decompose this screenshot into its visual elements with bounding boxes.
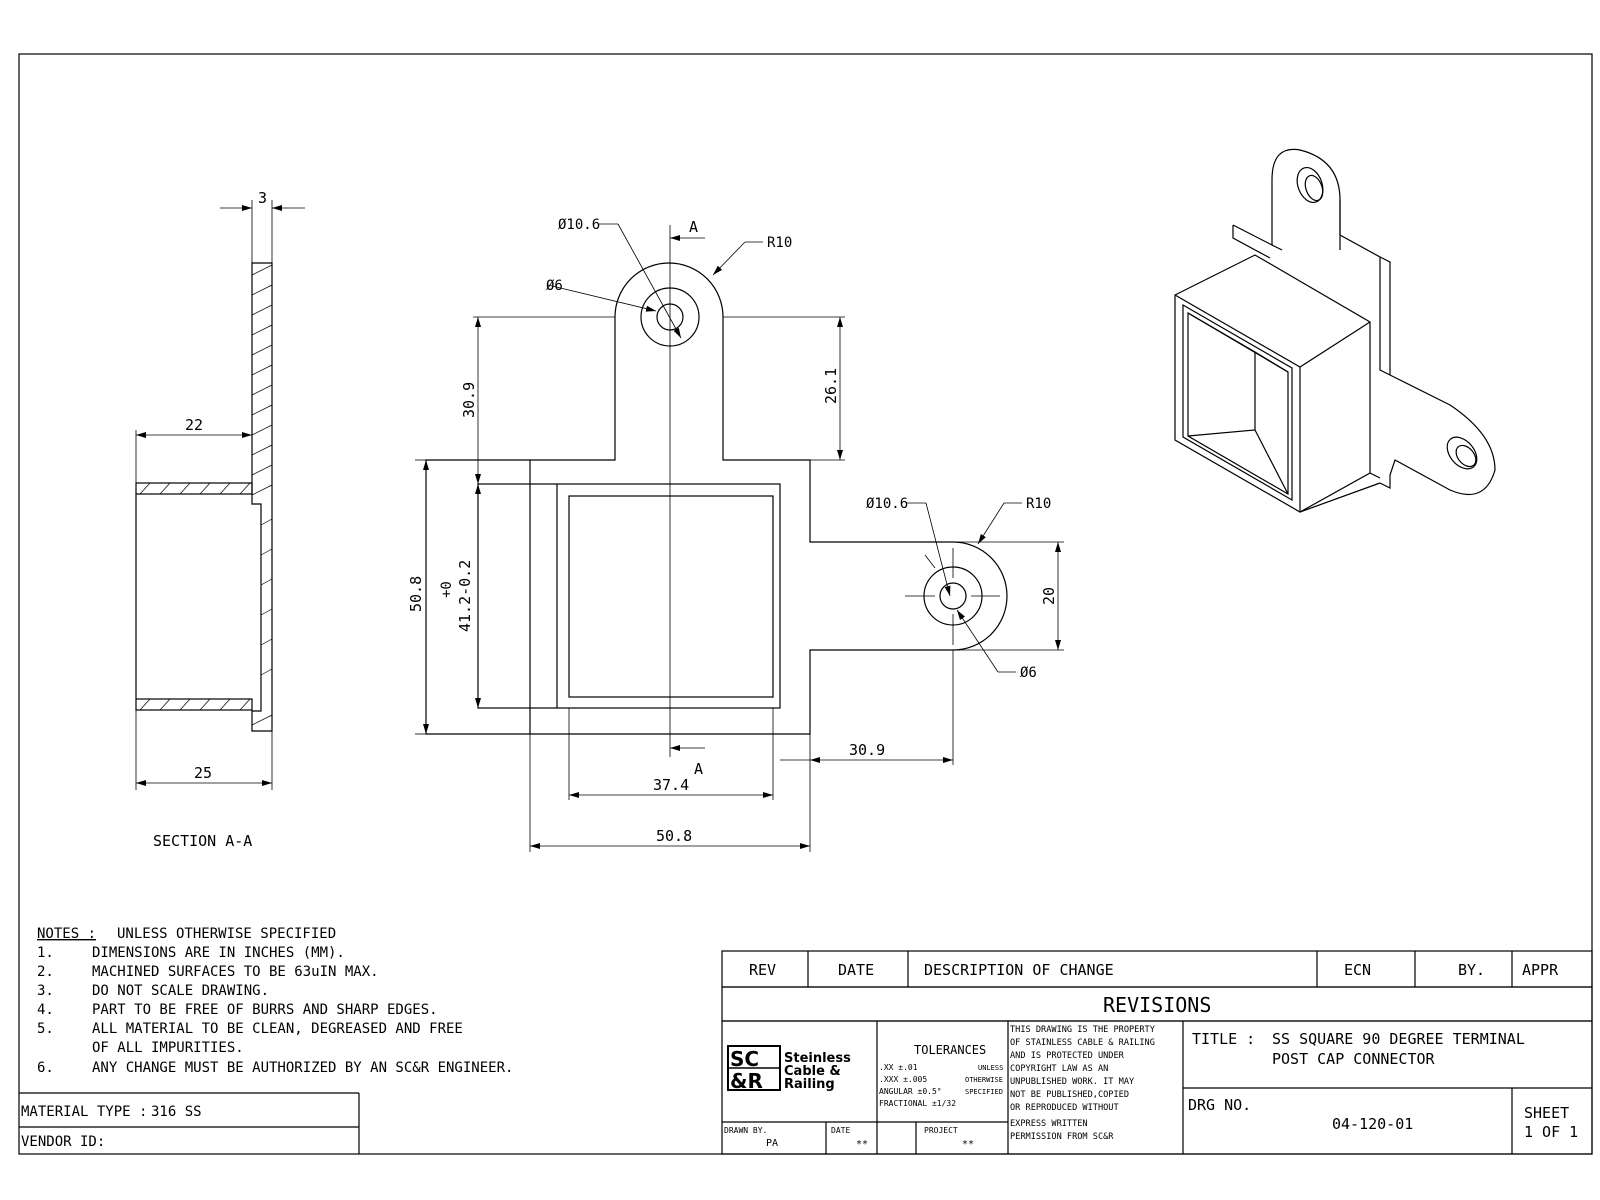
notice-line-9: PERMISSION FROM SC&R xyxy=(1010,1132,1114,1142)
rev-header-ecn: ECN xyxy=(1344,961,1371,979)
tolerance-row-3: ANGULAR ±0.5° xyxy=(879,1087,942,1096)
notice-line-6: NOT BE PUBLISHED,COPIED xyxy=(1010,1090,1129,1100)
title-label: TITLE : xyxy=(1192,1030,1255,1048)
revisions-table: REV DATE DESCRIPTION OF CHANGE ECN BY. A… xyxy=(721,950,1593,1022)
note-num-5: 5. xyxy=(37,1021,54,1037)
notice-line-2: OF STAINLESS CABLE & RAILING xyxy=(1010,1038,1155,1048)
title-block: SC &R Steinless Cable & Railing TOLERANC… xyxy=(721,1020,1593,1155)
dim-overall-width: 50.8 xyxy=(656,827,692,845)
title-line-1: SS SQUARE 90 DEGREE TERMINAL xyxy=(1272,1030,1525,1048)
dim-tab-height-right: 26.1 xyxy=(822,368,840,404)
drg-value: 04-120-01 xyxy=(1332,1115,1413,1133)
tolerance-row-4: FRACTIONAL ±1/32 xyxy=(879,1099,956,1108)
material-block: MATERIAL TYPE : 316 SS VENDOR ID: xyxy=(19,1092,360,1154)
date-label: DATE xyxy=(831,1126,850,1135)
sheet-label: SHEET xyxy=(1524,1104,1569,1122)
dim-inner-tol-plus: +0 xyxy=(439,581,455,598)
dim-inner-height: 41.2-0.2 xyxy=(456,560,474,632)
tolerance-otherwise: OTHERWISE xyxy=(965,1076,1003,1084)
tolerance-specified: SPECIFIED xyxy=(965,1088,1003,1096)
company-name-1: Steinless xyxy=(784,1051,851,1066)
note-text-2: MACHINED SURFACES TO BE 63uIN MAX. xyxy=(92,964,379,980)
dim-tab-offset-bottom: 30.9 xyxy=(849,741,885,759)
company-name-3: Railing xyxy=(784,1077,835,1092)
sheet-value: 1 OF 1 xyxy=(1524,1123,1578,1141)
section-mark-top: A xyxy=(689,218,698,236)
tolerances-title: TOLERANCES xyxy=(914,1043,986,1057)
note-text-4: PART TO BE FREE OF BURRS AND SHARP EDGES… xyxy=(92,1002,438,1018)
rev-header-by: BY. xyxy=(1458,961,1485,979)
note-text-5: ALL MATERIAL TO BE CLEAN, DEGREASED AND … xyxy=(92,1021,463,1037)
notes-block: NOTES : UNLESS OTHERWISE SPECIFIED 1. DI… xyxy=(37,926,513,1076)
project-value: ** xyxy=(962,1139,974,1150)
note-text-6: ANY CHANGE MUST BE AUTHORIZED BY AN SC&R… xyxy=(92,1060,513,1076)
dim-inner-width: 37.4 xyxy=(653,776,689,794)
vendor-label: VENDOR ID: xyxy=(21,1134,105,1150)
revisions-title: REVISIONS xyxy=(1103,993,1211,1017)
dim-tab-height-left: 30.9 xyxy=(460,382,478,418)
dim-hole-dia-top: Ø10.6 xyxy=(558,217,600,233)
note-text-1: DIMENSIONS ARE IN INCHES (MM). xyxy=(92,945,345,961)
tolerance-row-1: .XX ±.01 xyxy=(879,1063,918,1072)
material-value: 316 SS xyxy=(151,1104,202,1120)
notice-line-8: EXPRESS WRITTEN xyxy=(1010,1119,1088,1129)
date-value: ** xyxy=(856,1139,868,1150)
isometric-view xyxy=(1174,148,1496,513)
material-label: MATERIAL TYPE : xyxy=(21,1104,147,1120)
note-num-3: 3. xyxy=(37,983,54,999)
dim-tab-width-right: 20 xyxy=(1040,587,1058,605)
dim-depth: 22 xyxy=(185,416,203,434)
rev-header-appr: APPR xyxy=(1522,961,1559,979)
notice-line-3: AND IS PROTECTED UNDER xyxy=(1010,1051,1125,1061)
company-logo: SC &R Steinless Cable & Railing xyxy=(727,1045,851,1093)
section-label: SECTION A-A xyxy=(153,832,252,850)
dim-hole-small-right: Ø6 xyxy=(1020,665,1037,681)
rev-header-rev: REV xyxy=(749,961,776,979)
notice-line-1: THIS DRAWING IS THE PROPERTY xyxy=(1010,1025,1156,1035)
tolerance-unless: UNLESS xyxy=(978,1064,1003,1072)
note-num-2: 2. xyxy=(37,964,54,980)
dim-radius-top: R10 xyxy=(767,235,792,251)
notice-line-7: OR REPRODUCED WITHOUT xyxy=(1010,1103,1119,1113)
dim-overall-height: 50.8 xyxy=(407,576,425,612)
front-view: A A Ø10.6 Ø6 R10 30.9 26.1 50.8 +0 41.2-… xyxy=(407,217,1064,852)
drawn-by-value: PA xyxy=(766,1138,778,1149)
section-view: 3 22 25 SECTION A-A xyxy=(135,189,305,850)
company-name-2: Cable & xyxy=(784,1064,841,1079)
note-num-4: 4. xyxy=(37,1002,54,1018)
rev-header-date: DATE xyxy=(838,961,874,979)
dim-hole-small-top: Ø6 xyxy=(546,278,563,294)
section-mark-bottom: A xyxy=(694,760,703,778)
dim-hole-dia-right: Ø10.6 xyxy=(866,496,908,512)
notes-subheader: UNLESS OTHERWISE SPECIFIED xyxy=(117,926,336,942)
note-text-5b: OF ALL IMPURITIES. xyxy=(92,1040,244,1056)
notes-header: NOTES : xyxy=(37,926,96,942)
note-num-6: 6. xyxy=(37,1060,54,1076)
notice-line-4: COPYRIGHT LAW AS AN xyxy=(1010,1064,1108,1074)
tolerance-row-2: .XXX ±.005 xyxy=(879,1075,927,1084)
drg-label: DRG NO. xyxy=(1188,1096,1251,1114)
title-line-2: POST CAP CONNECTOR xyxy=(1272,1050,1436,1068)
project-label: PROJECT xyxy=(924,1126,958,1135)
note-num-1: 1. xyxy=(37,945,54,961)
logo-mark-2: &R xyxy=(730,1069,763,1093)
logo-mark-1: SC xyxy=(730,1047,759,1071)
dim-radius-right: R10 xyxy=(1026,496,1051,512)
note-text-3: DO NOT SCALE DRAWING. xyxy=(92,983,269,999)
dim-wall: 3 xyxy=(258,189,267,207)
dim-overall-depth: 25 xyxy=(194,764,212,782)
drawn-by-label: DRAWN BY. xyxy=(724,1126,767,1135)
notice-line-5: UNPUBLISHED WORK. IT MAY xyxy=(1010,1077,1135,1087)
rev-header-description: DESCRIPTION OF CHANGE xyxy=(924,961,1114,979)
